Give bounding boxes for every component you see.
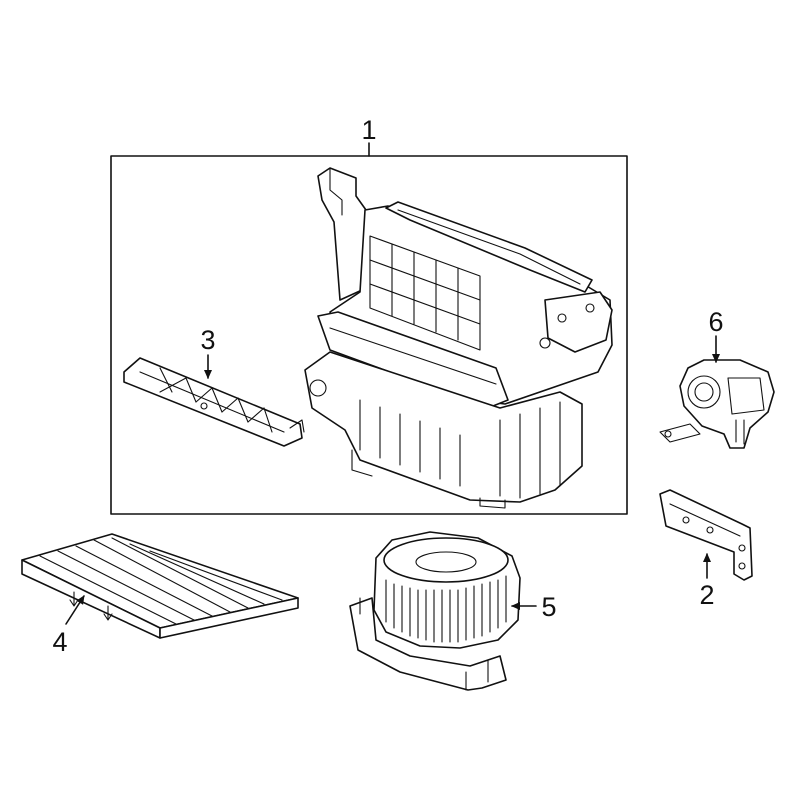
leader-lines — [65, 335, 720, 625]
callout-6: 6 — [708, 307, 723, 337]
callout-2: 2 — [699, 580, 714, 610]
leader-4 — [65, 595, 85, 625]
cabin-filter-drawing[interactable] — [21, 533, 299, 639]
blower-motor-drawing[interactable] — [349, 531, 521, 691]
callout-3: 3 — [200, 325, 215, 355]
bracket-drawing[interactable] — [659, 489, 753, 581]
callout-5: 5 — [541, 592, 556, 622]
callout-numbers: 1 3 6 2 4 5 — [52, 115, 723, 657]
filter-frame-drawing[interactable] — [123, 357, 305, 447]
callout-4: 4 — [52, 627, 67, 657]
actuator-motor-drawing[interactable] — [659, 359, 775, 449]
heater-housing-drawing[interactable] — [304, 167, 613, 509]
callout-1: 1 — [361, 115, 376, 145]
heater-unit-frame — [110, 142, 628, 515]
